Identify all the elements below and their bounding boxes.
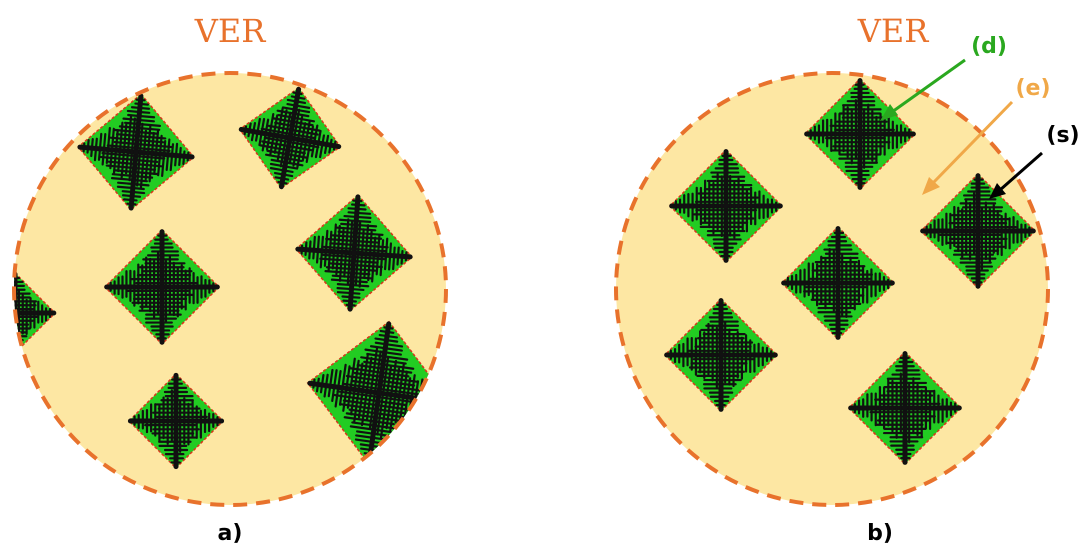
panel-b: VER (d) (e) (s) b) xyxy=(616,12,1080,546)
panel-b-title: VER xyxy=(857,12,929,50)
label-s: (s) xyxy=(1046,123,1079,148)
panel-a-title: VER xyxy=(194,12,266,50)
panel-a-caption: a) xyxy=(218,521,243,546)
label-e: (e) xyxy=(1015,76,1050,101)
label-d: (d) xyxy=(971,34,1007,59)
panel-a: VER a) xyxy=(0,12,460,546)
panel-b-caption: b) xyxy=(867,521,893,546)
